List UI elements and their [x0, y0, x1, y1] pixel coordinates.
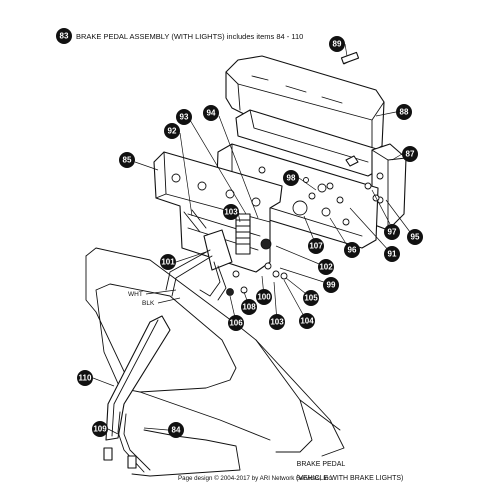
- callout-85[interactable]: 85: [119, 152, 135, 168]
- callout-93[interactable]: 93: [176, 109, 192, 125]
- callout-101[interactable]: 101: [160, 254, 176, 270]
- brake-switch: [165, 209, 233, 301]
- svg-text:91: 91: [388, 250, 397, 259]
- svg-text:87: 87: [406, 150, 415, 159]
- callout-87[interactable]: 87: [402, 146, 418, 162]
- svg-text:109: 109: [93, 425, 107, 434]
- callout-107[interactable]: 107: [308, 238, 324, 254]
- callout-104[interactable]: 104: [299, 313, 315, 329]
- callout-83-label: 83: [60, 32, 69, 41]
- pedal-arm: [105, 315, 171, 441]
- callout-92[interactable]: 92: [164, 123, 180, 139]
- svg-text:102: 102: [319, 263, 333, 272]
- svg-text:108: 108: [242, 303, 256, 312]
- svg-text:88: 88: [400, 108, 409, 117]
- svg-text:94: 94: [207, 109, 216, 118]
- side-bracket: [371, 143, 407, 231]
- callout-100[interactable]: 100: [256, 289, 272, 305]
- spring-cluster: [226, 51, 380, 296]
- callout-102[interactable]: 102: [318, 259, 334, 275]
- callout-110[interactable]: 110: [77, 370, 93, 386]
- callout-99[interactable]: 99: [323, 277, 339, 293]
- svg-text:92: 92: [168, 127, 177, 136]
- header: 83 BRAKE PEDAL ASSEMBLY (WITH LIGHTS) in…: [56, 28, 303, 44]
- assembly-title: BRAKE PEDAL ASSEMBLY (WITH LIGHTS) inclu…: [76, 32, 303, 41]
- callout-83-badge[interactable]: [56, 28, 72, 44]
- svg-text:104: 104: [300, 317, 314, 326]
- callout-103-upper[interactable]: 103: [223, 204, 239, 220]
- wire-harness: [103, 411, 241, 477]
- floor-panel: [85, 247, 345, 457]
- wire-black-label: BLK: [142, 300, 155, 307]
- callout-95[interactable]: 95: [407, 229, 423, 245]
- callout-106[interactable]: 106: [228, 315, 244, 331]
- callout-109[interactable]: 109: [92, 421, 108, 437]
- callout-108[interactable]: 108: [241, 299, 257, 315]
- svg-text:95: 95: [411, 233, 420, 242]
- svg-text:101: 101: [161, 258, 175, 267]
- wire-white-label: WHT: [128, 291, 143, 298]
- callout-91[interactable]: 91: [384, 246, 400, 262]
- footer: BRAKE PEDAL Page design © 2004-2017 by A…: [178, 461, 403, 482]
- caption-subtitle: (VEHICLE WITH BRAKE LIGHTS): [296, 475, 403, 482]
- svg-text:93: 93: [180, 113, 189, 122]
- svg-text:89: 89: [333, 40, 342, 49]
- svg-text:106: 106: [229, 319, 243, 328]
- svg-text:99: 99: [327, 281, 336, 290]
- svg-text:97: 97: [388, 228, 397, 237]
- callout-88[interactable]: 88: [396, 104, 412, 120]
- svg-text:98: 98: [287, 174, 296, 183]
- svg-text:85: 85: [123, 156, 132, 165]
- callout-97[interactable]: 97: [384, 224, 400, 240]
- callout-98[interactable]: 98: [283, 170, 299, 186]
- svg-text:107: 107: [309, 242, 323, 251]
- callout-96[interactable]: 96: [344, 242, 360, 258]
- callout-89[interactable]: 89: [329, 36, 345, 52]
- caption-title: BRAKE PEDAL: [297, 461, 346, 468]
- svg-text:105: 105: [304, 294, 318, 303]
- svg-text:100: 100: [257, 293, 271, 302]
- callout-105[interactable]: 105: [303, 290, 319, 306]
- svg-text:110: 110: [79, 374, 92, 383]
- svg-text:84: 84: [172, 426, 181, 435]
- copyright-text: Page design © 2004-2017 by ARI Network S…: [178, 475, 333, 482]
- pedal-pad: [225, 55, 385, 153]
- callout-94[interactable]: 94: [203, 105, 219, 121]
- svg-text:96: 96: [348, 246, 357, 255]
- callout-103-lower[interactable]: 103: [269, 314, 285, 330]
- svg-text:103: 103: [224, 208, 238, 217]
- callout-84[interactable]: 84: [168, 422, 184, 438]
- svg-text:103: 103: [270, 318, 284, 327]
